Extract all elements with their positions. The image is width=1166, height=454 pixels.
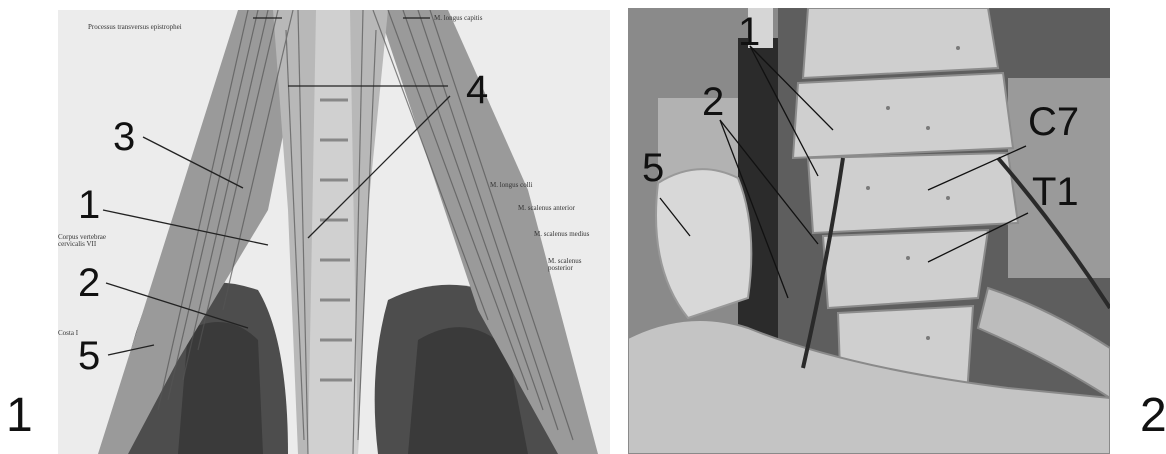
caption-costa-i: Costa I xyxy=(58,330,78,337)
caption-longus-colli: M. longus colli xyxy=(490,182,533,189)
figure-number-1: 1 xyxy=(6,392,33,440)
label-2: 2 xyxy=(78,263,100,303)
skeleton-photo-panel: 1 2 5 C7 T1 xyxy=(628,8,1110,454)
caption-scalenus-posterior: M. scalenus posterior xyxy=(548,258,608,273)
label-5: 5 xyxy=(642,148,664,188)
label-1: 1 xyxy=(78,185,100,225)
label-1: 1 xyxy=(738,12,760,52)
label-4: 4 xyxy=(466,70,488,110)
label-c7: C7 xyxy=(1028,102,1079,142)
caption-scalenus-medius: M. scalenus medius xyxy=(534,231,594,238)
skeleton-drawing xyxy=(628,8,1110,454)
anatomy-illustration-panel: Processus transversus epistrophei M. lon… xyxy=(58,10,610,454)
caption-corpus-vertebrae: Corpus vertebrae cervicalis VII xyxy=(58,234,128,249)
figure-number-2: 2 xyxy=(1140,392,1166,440)
caption-processus-transversus: Processus transversus epistrophei xyxy=(88,24,182,31)
label-3: 3 xyxy=(113,117,135,157)
label-2: 2 xyxy=(702,82,724,122)
caption-scalenus-anterior: M. scalenus anterior xyxy=(518,205,578,212)
caption-longus-capitis: M. longus capitis xyxy=(434,15,482,22)
label-t1: T1 xyxy=(1032,172,1079,212)
muscle-drawing xyxy=(58,10,610,454)
label-5: 5 xyxy=(78,336,100,376)
